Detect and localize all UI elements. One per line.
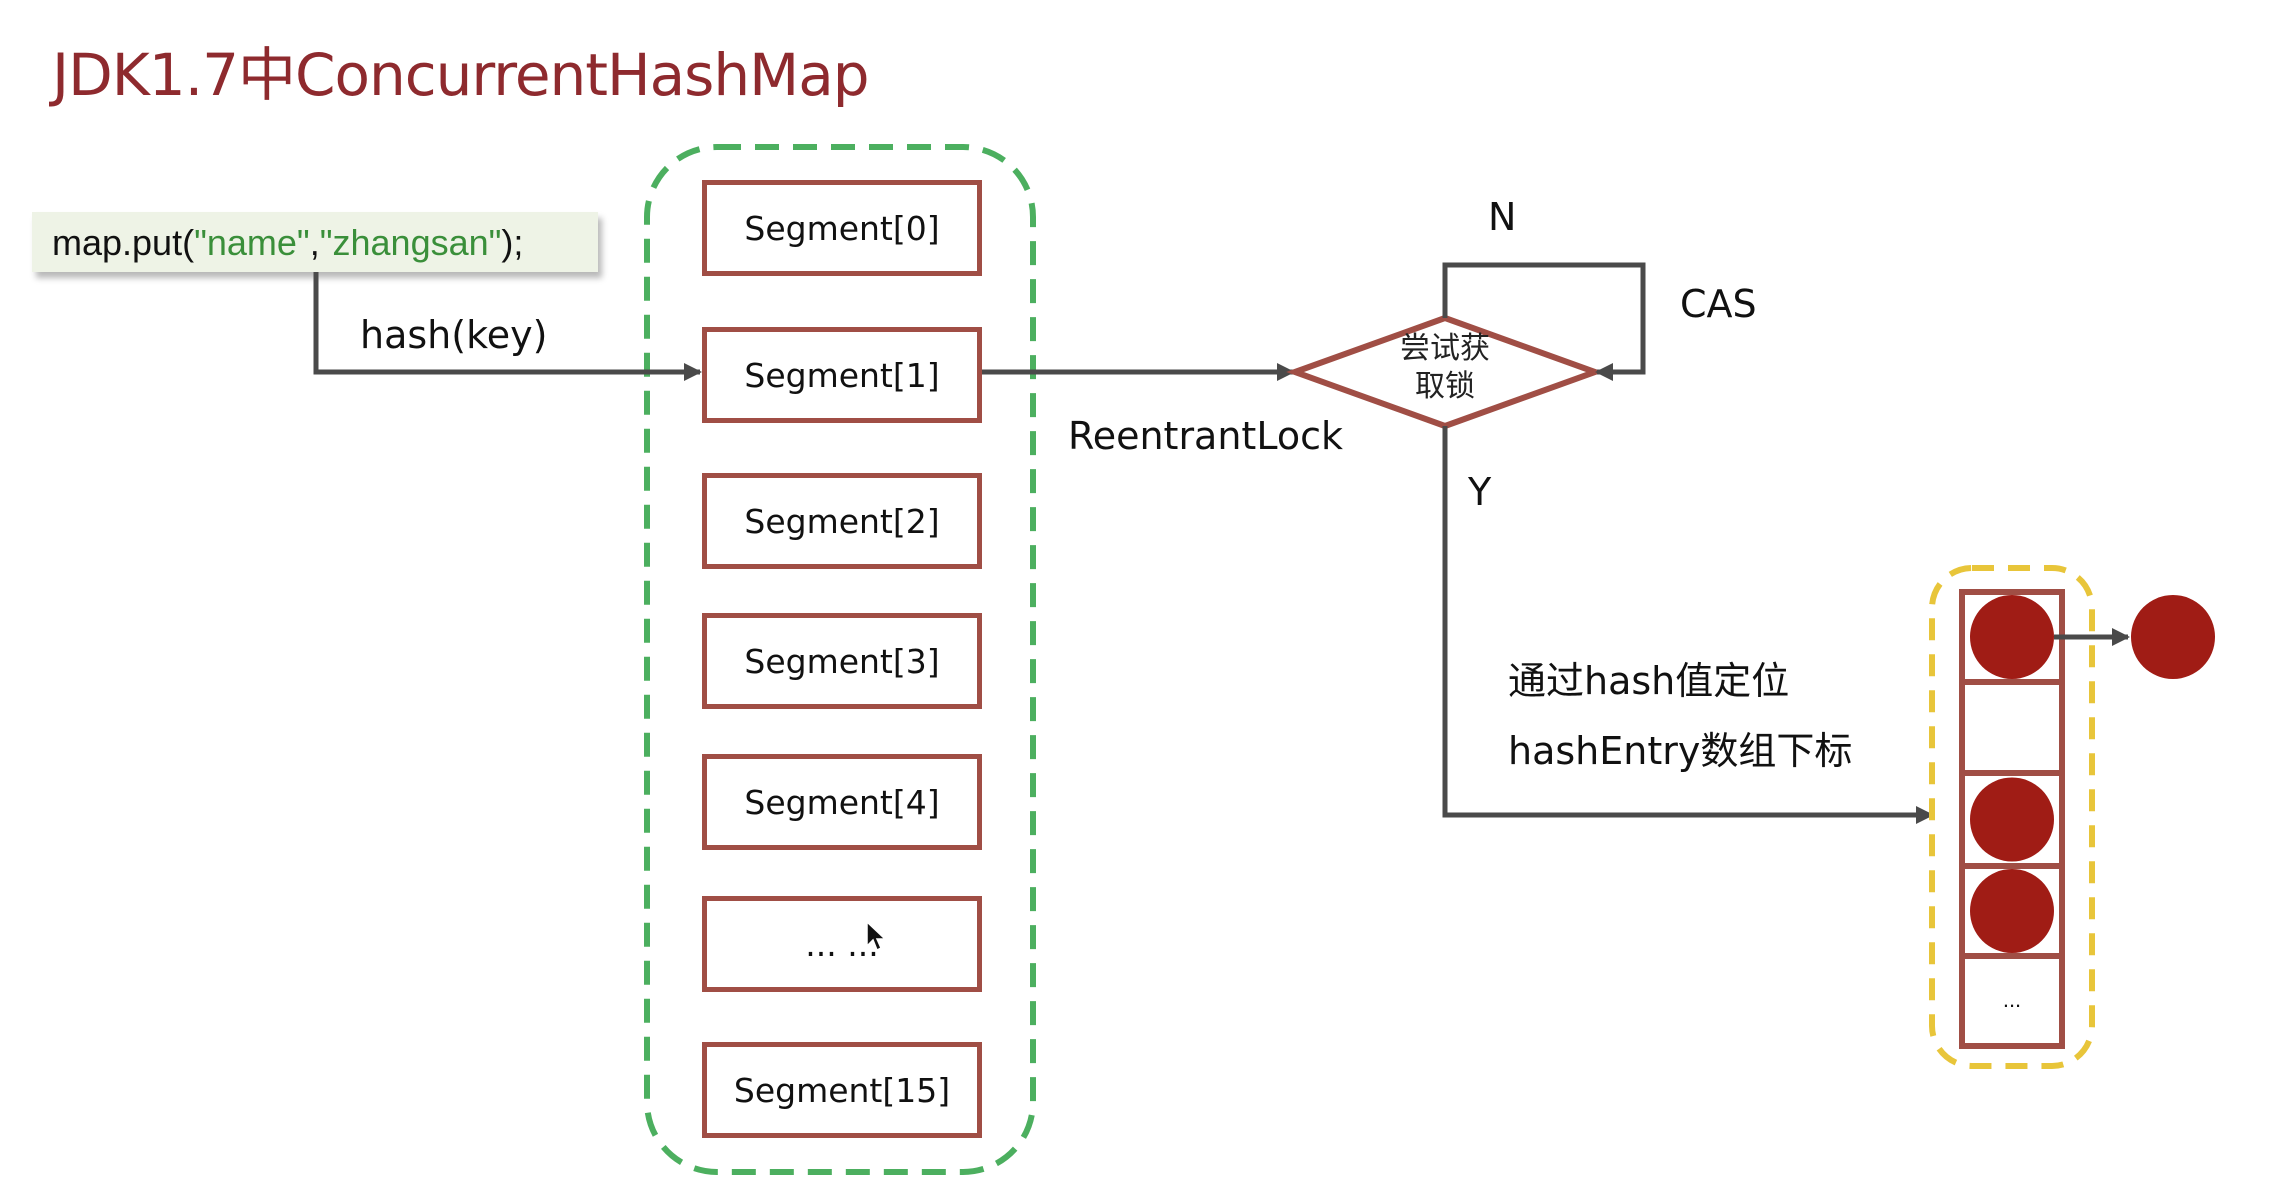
- decision-label-line2: 取锁: [1415, 370, 1475, 403]
- segment-label: Segment[3]: [744, 641, 940, 681]
- cas-label: CAS: [1680, 282, 1757, 326]
- hash-entry-cell: [1959, 953, 2065, 1049]
- segment-ellipsis: ... ...: [702, 896, 982, 992]
- decision-label-line1: 尝试获: [1400, 332, 1490, 365]
- segment-box: Segment[4]: [702, 754, 982, 850]
- code-snippet: map.put("name","zhangsan");: [32, 212, 598, 272]
- hash-entry-node: [1970, 869, 2054, 953]
- reentrant-lock-label: ReentrantLock: [1068, 414, 1343, 458]
- cas-loop-arrow: [1442, 262, 1646, 381]
- code-value-string: "zhangsan": [319, 222, 502, 263]
- hash-entry-node: [1970, 595, 2054, 679]
- segment-box: Segment[0]: [702, 180, 982, 276]
- decision-label: 尝试获 取锁: [1380, 330, 1510, 406]
- segment-label: Segment[0]: [744, 208, 940, 248]
- hash-entry-ellipsis: ...: [2003, 987, 2021, 1012]
- segment-box: Segment[1]: [702, 327, 982, 423]
- hash-entry-cell: [1959, 679, 2065, 776]
- hash-entry-array: ...: [1959, 589, 2215, 1049]
- yes-label: Y: [1468, 470, 1492, 514]
- segment-label: Segment[4]: [744, 782, 940, 822]
- segment-box: Segment[3]: [702, 613, 982, 709]
- mouse-cursor-icon: [866, 920, 887, 952]
- page-title: JDK1.7中ConcurrentHashMap: [52, 41, 870, 109]
- segment-box: Segment[15]: [702, 1042, 982, 1138]
- code-suffix: );: [501, 222, 524, 263]
- hash-key-label: hash(key): [360, 313, 548, 357]
- locate-arrow: [1442, 426, 1934, 824]
- no-label: N: [1488, 195, 1517, 239]
- segment-label: Segment[1]: [744, 355, 940, 395]
- segment-array-container: [644, 144, 1036, 1175]
- linked-next-node: [2131, 595, 2215, 679]
- segment-box: Segment[2]: [702, 473, 982, 569]
- hash-key-arrow: [313, 272, 702, 381]
- locate-label-line1: 通过hash值定位: [1508, 659, 1790, 703]
- code-text: map.put("name","zhangsan");: [52, 222, 523, 264]
- segment-label: Segment[2]: [744, 501, 940, 541]
- hash-entry-container: [1929, 565, 2095, 1069]
- code-key-string: "name": [194, 222, 310, 263]
- code-call: map.put(: [52, 222, 195, 263]
- hash-entry-node: [1970, 777, 2054, 862]
- segment-label: Segment[15]: [733, 1070, 951, 1110]
- locate-label-line2: hashEntry数组下标: [1508, 729, 1853, 773]
- code-separator: ,: [309, 222, 320, 263]
